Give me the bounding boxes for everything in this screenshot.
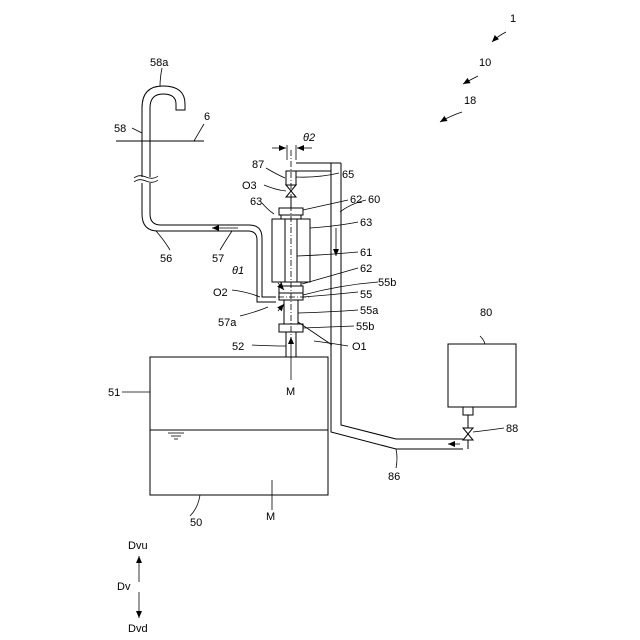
label-61: 61 [360,247,372,259]
theta2-dimension [272,145,312,160]
tank-51 [150,357,328,495]
label-o2: O2 [213,287,228,299]
label-60: 60 [368,194,380,206]
label-theta2: θ2 [303,132,315,144]
label-62-top: 62 [350,194,362,206]
label-57a: 57a [218,317,237,329]
label-18: 18 [464,95,476,107]
label-m-bottom: M [266,511,275,523]
label-51: 51 [108,387,120,399]
label-58a: 58a [150,57,169,69]
label-80: 80 [480,307,492,319]
label-dvd: Dvd [128,623,148,635]
label-57: 57 [212,253,224,265]
valve-88 [463,415,473,449]
label-88: 88 [506,423,518,435]
label-o3: O3 [242,180,257,192]
pipe-57-56-58 [116,86,276,302]
label-55: 55 [360,289,372,301]
label-55b-top: 55b [378,277,396,289]
label-87: 87 [252,159,264,171]
label-63-right: 63 [360,217,372,229]
label-6: 6 [204,111,210,123]
column-60 [267,150,332,380]
label-m-top: M [286,386,295,398]
label-55b-bot: 55b [356,321,374,333]
label-58: 58 [114,123,126,135]
label-56: 56 [160,253,172,265]
liquid-level-symbol [168,433,184,439]
label-dvu: Dvu [128,540,148,552]
label-55a: 55a [360,305,379,317]
label-10: 10 [479,57,491,69]
label-86: 86 [388,471,400,483]
label-o1: O1 [352,341,367,353]
label-dv: Dv [117,581,131,593]
label-65: 65 [342,169,354,181]
label-50: 50 [190,517,202,529]
label-63-left: 63 [250,196,262,208]
label-theta1: θ1 [232,265,244,277]
label-62-mid: 62 [360,263,372,275]
leader-lines [122,32,506,516]
tank-80 [448,344,516,415]
labels: 1 10 18 58a 58 6 θ2 87 65 O3 62 60 63 63… [108,13,518,635]
label-1: 1 [510,13,516,25]
label-52: 52 [232,341,244,353]
